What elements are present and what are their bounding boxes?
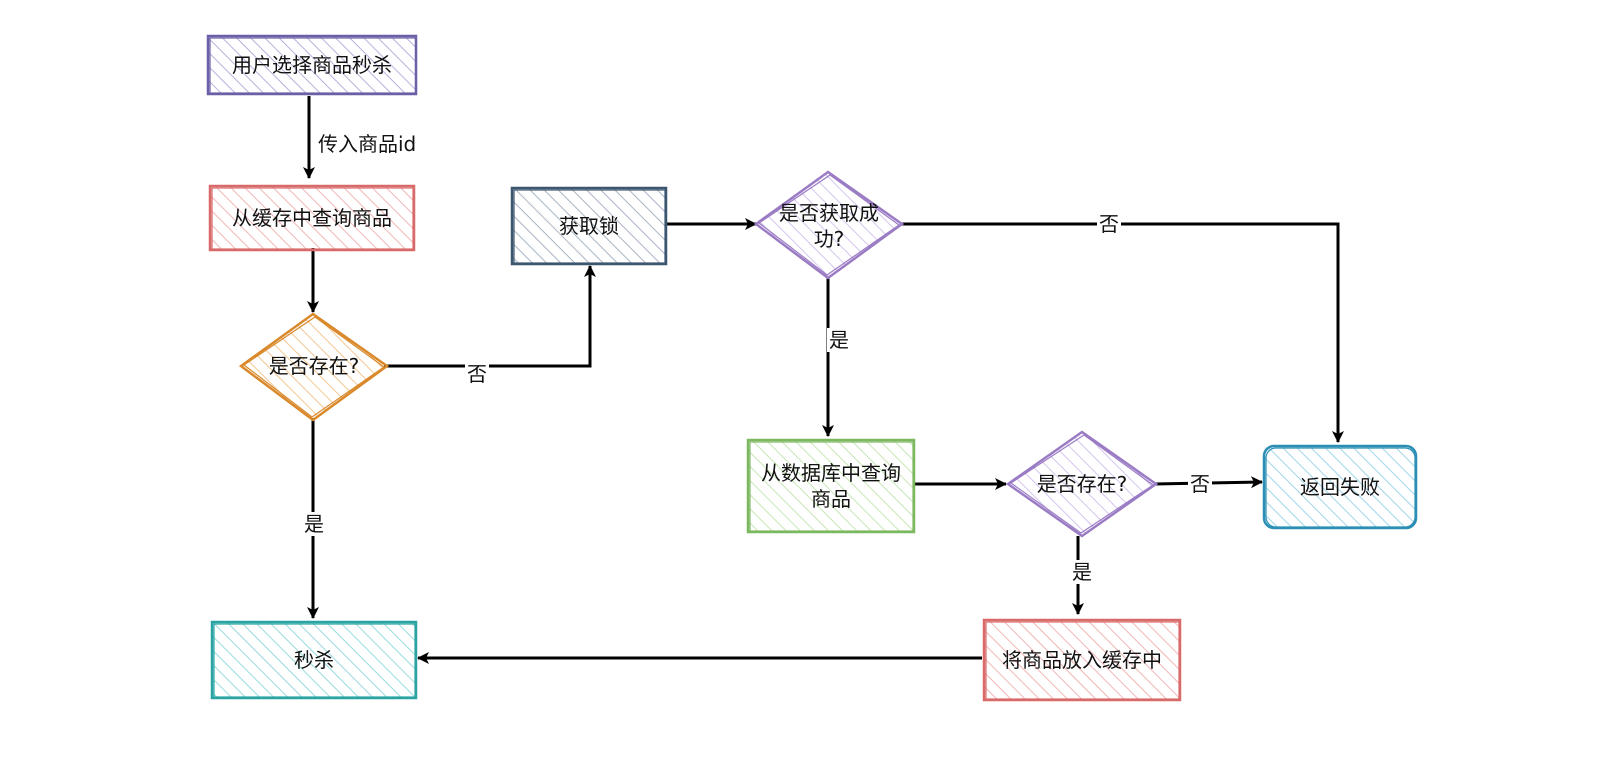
node-get-lock [510, 186, 668, 266]
node-query-cache [208, 184, 416, 252]
edge-label-lock-no: 否 [1097, 212, 1121, 236]
edge-label-lock-yes: 是 [827, 328, 851, 352]
edge-exists-no-to-lock [384, 265, 596, 368]
edge-label-db-no: 否 [1188, 472, 1212, 496]
node-exists-db [1005, 430, 1159, 538]
edges [303, 96, 1344, 664]
node-query-db [746, 438, 916, 534]
node-put-cache [982, 618, 1182, 702]
edge-label-cache-yes: 是 [302, 512, 326, 536]
edge-label-cache-no: 否 [465, 362, 489, 386]
edge-decision-no-to-fail [902, 222, 1344, 443]
node-lock-success [753, 170, 905, 280]
node-start [206, 34, 418, 96]
edge-label-db-yes: 是 [1070, 560, 1094, 584]
node-return-fail [1262, 444, 1418, 530]
node-exists-cache [238, 312, 390, 422]
edge-label-pass-id: 传入商品id [316, 132, 419, 156]
node-seckill [210, 620, 418, 700]
